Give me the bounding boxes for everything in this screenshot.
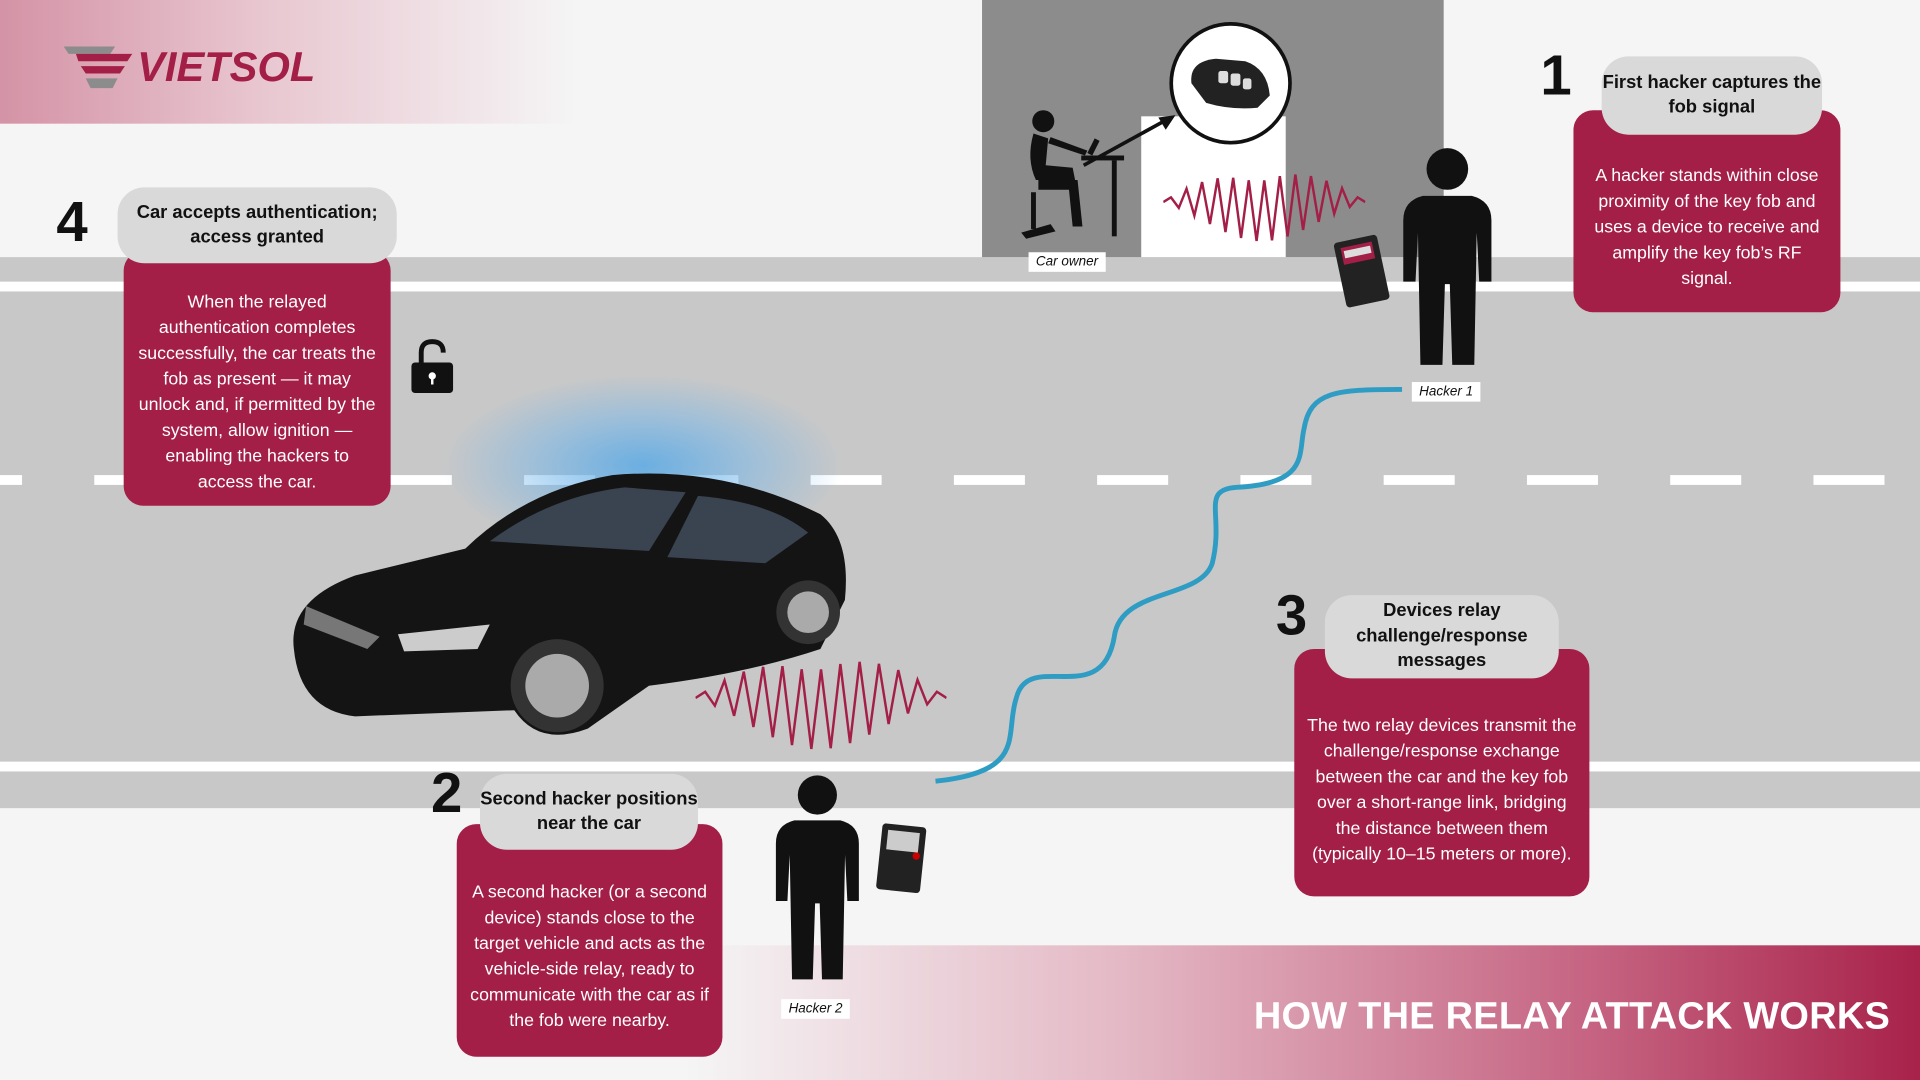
- car-owner-label: Car owner: [1028, 252, 1106, 272]
- relay-device-icon: [1333, 234, 1390, 308]
- step-3-heading: Devices relay challenge/response message…: [1324, 595, 1559, 679]
- road-dash: [1813, 475, 1885, 485]
- unlocked-padlock-icon: [411, 339, 454, 394]
- road-edge-line: [0, 281, 1920, 292]
- rf-signal-wave-icon: [1163, 174, 1366, 242]
- step-4-heading: Car accepts authentication; access grant…: [117, 187, 397, 264]
- road-dash: [1383, 475, 1455, 485]
- step-2-number: 2: [431, 760, 463, 825]
- car-image: [293, 473, 846, 735]
- logo-mark-icon: [63, 45, 133, 88]
- step-1-card: A hacker stands within close proximity o…: [1573, 110, 1841, 313]
- key-fob-icon: [1169, 22, 1292, 145]
- header-banner: [0, 0, 576, 124]
- car-owner-silhouette-icon: [1021, 110, 1125, 239]
- step-2-body: A second hacker (or a second device) sta…: [470, 882, 709, 1032]
- step-3-body: The two relay devices transmit the chall…: [1307, 716, 1577, 865]
- rf-signal-wave-icon: [695, 661, 947, 750]
- hacker-2-silhouette-icon: [775, 775, 859, 980]
- step-2-card: A second hacker (or a second device) sta…: [456, 824, 723, 1057]
- hacker-1-silhouette-icon: [1403, 148, 1492, 365]
- step-2-heading: Second hacker positions near the car: [480, 773, 698, 850]
- step-4-body: When the relayed authentication complete…: [138, 292, 376, 493]
- road-dash: [810, 475, 882, 485]
- road-dash: [1526, 475, 1598, 485]
- road-dash: [953, 475, 1025, 485]
- step-1-number: 1: [1540, 42, 1572, 107]
- step-4-number: 4: [56, 189, 88, 254]
- relay-device-icon: [876, 823, 927, 894]
- road-dash: [1670, 475, 1742, 485]
- step-3-card: The two relay devices transmit the chall…: [1294, 648, 1590, 897]
- hacker-1-label: Hacker 1: [1411, 382, 1481, 402]
- signal-arrow-icon: [1082, 115, 1176, 167]
- hacker-2-label: Hacker 2: [781, 999, 850, 1019]
- road-dash: [0, 475, 23, 485]
- road-edge-line: [0, 761, 1920, 772]
- step-1-body: A hacker stands within close proximity o…: [1594, 166, 1820, 289]
- step-3-number: 3: [1275, 582, 1308, 647]
- road-dash: [1097, 475, 1169, 485]
- step-1-heading: First hacker captures the fob signal: [1601, 56, 1823, 135]
- road-dash: [380, 475, 452, 485]
- page-title: HOW THE RELAY ATTACK WORKS: [1253, 994, 1891, 1038]
- step-4-card: When the relayed authentication complete…: [123, 251, 391, 506]
- title-banner: [685, 945, 1920, 1080]
- vietsol-logo: VIETSOL: [63, 44, 316, 92]
